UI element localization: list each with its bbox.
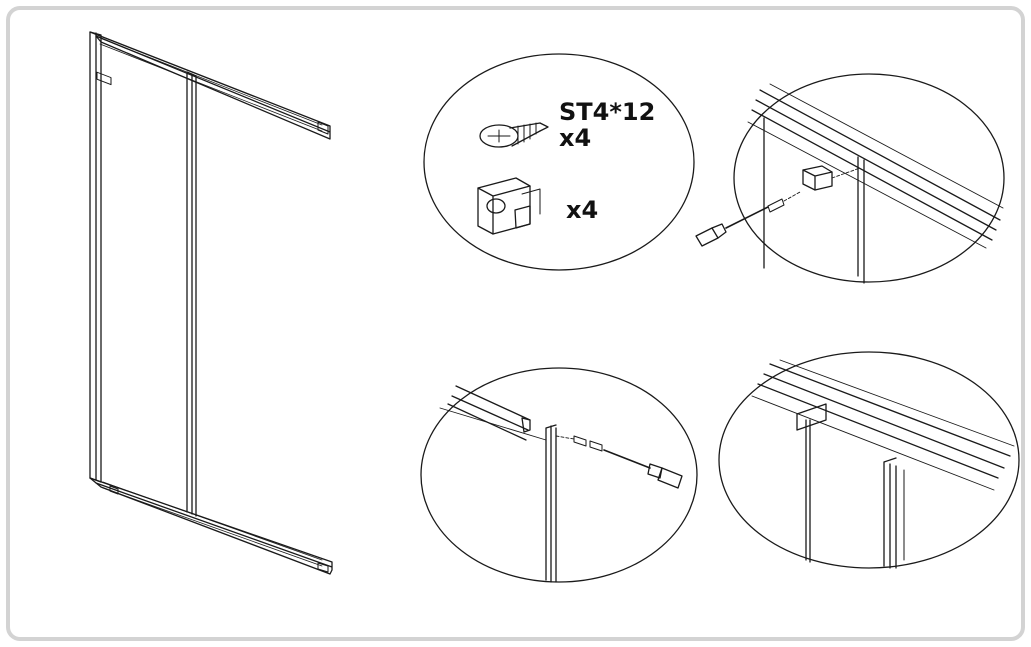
detail-screw-stile (420, 367, 698, 583)
clip-bracket-icon (477, 177, 541, 235)
screw-icon (479, 122, 549, 148)
clip-quantity-label: x4 (566, 196, 599, 224)
parts-callout (423, 53, 695, 271)
detail-clip-rail-stile (718, 351, 1020, 569)
door-frame-assembly (89, 31, 333, 575)
top-left-roller (96, 71, 112, 86)
detail-clip-top-rail (695, 73, 1005, 284)
screw-quantity-label: x4 (559, 124, 592, 152)
screw-spec-label: ST4*12 (559, 98, 656, 126)
bottom-left-roller (109, 485, 119, 495)
instruction-frame (6, 6, 1025, 641)
top-right-roller (317, 121, 329, 135)
bottom-right-roller (317, 562, 329, 573)
